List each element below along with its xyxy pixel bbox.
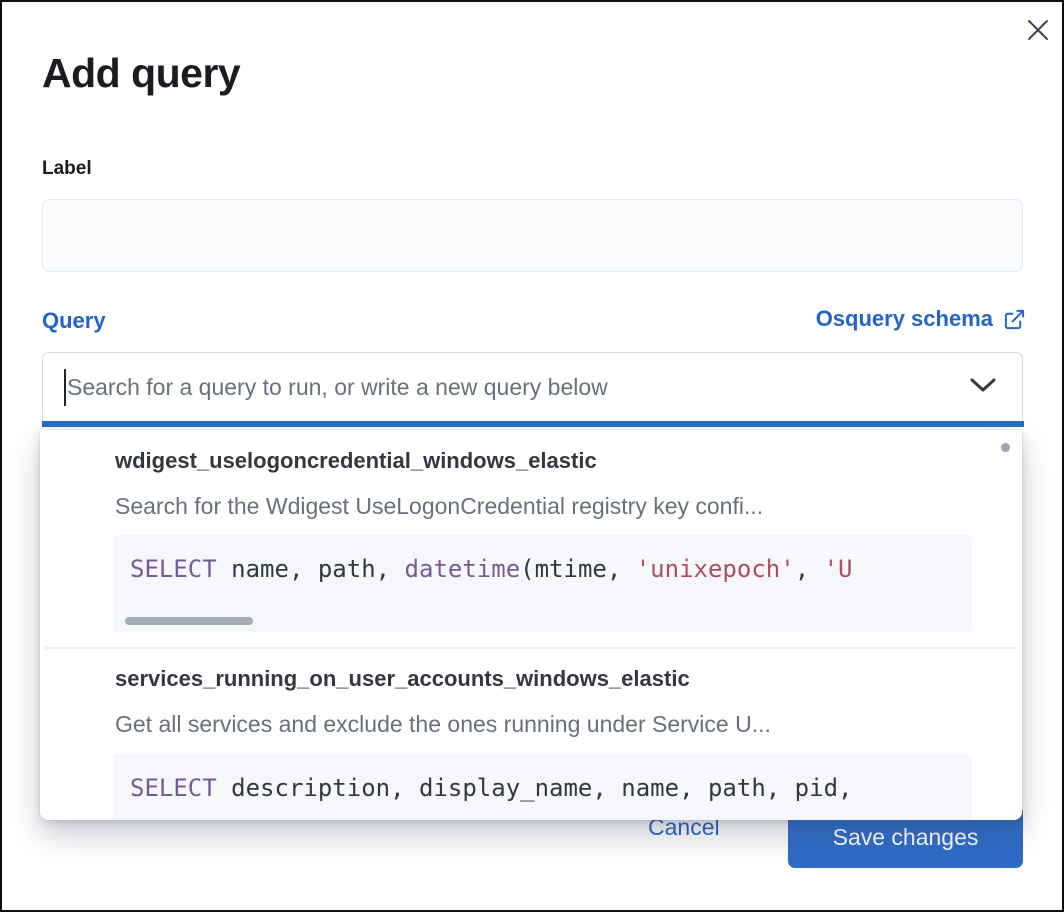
chevron-down-icon[interactable] [970,377,996,398]
modal-title: Add query [42,50,241,96]
external-link-icon [1003,308,1026,331]
query-combobox [42,352,1023,421]
query-option-description: Get all services and exclude the ones ru… [115,711,771,737]
query-search-input[interactable] [43,353,1022,421]
query-option-description: Search for the Wdigest UseLogonCredentia… [115,493,764,519]
label-input[interactable] [42,199,1023,272]
combobox-focus-underline [42,421,1024,427]
osquery-schema-link[interactable]: Osquery schema [816,306,1026,332]
query-option-sql: SELECT description, display_name, name, … [113,754,972,820]
code-scrollbar-thumb[interactable] [125,617,253,625]
close-icon [1022,14,1054,46]
close-button[interactable] [1022,14,1054,46]
query-suggestions-popover: wdigest_uselogoncredential_windows_elast… [40,430,1022,820]
query-field-label: Query [42,308,106,333]
text-caret [64,369,66,406]
osquery-schema-link-label: Osquery schema [815,306,993,331]
query-option[interactable]: services_running_on_user_accounts_window… [40,649,1022,820]
label-field-label: Label [42,158,92,179]
popover-scrollbar-thumb[interactable] [1001,443,1010,452]
query-option-sql: SELECT name, path, datetime(mtime, 'unix… [113,535,972,632]
sql-code-line: SELECT description, display_name, name, … [130,774,853,802]
query-option-title: services_running_on_user_accounts_window… [115,666,690,691]
option-divider [45,647,1017,649]
query-option[interactable]: wdigest_uselogoncredential_windows_elast… [40,430,1022,646]
sql-code-line: SELECT name, path, datetime(mtime, 'unix… [130,555,853,583]
query-option-title: wdigest_uselogoncredential_windows_elast… [115,448,597,473]
